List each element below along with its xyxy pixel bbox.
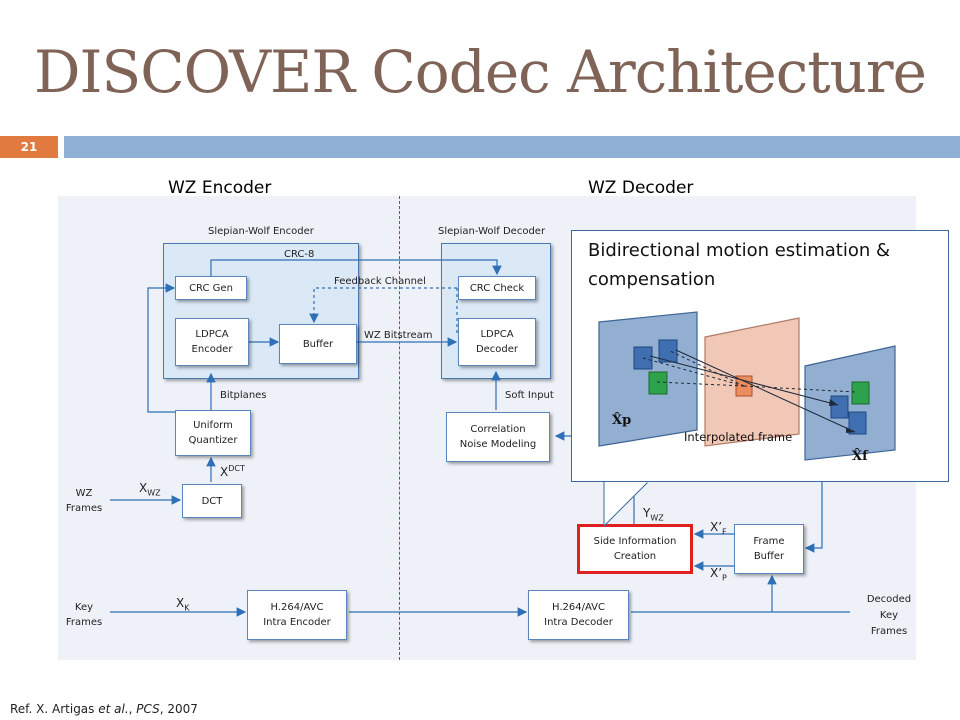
reference-et-al: et al.	[98, 702, 129, 716]
xp-hat-label: X̂p	[612, 412, 631, 428]
slide-title: DISCOVER Codec Architecture	[34, 38, 927, 106]
h264-intra-encoder-block: H.264/AVC Intra Encoder	[247, 590, 347, 640]
correlation-noise-modeling-block: Correlation Noise Modeling	[446, 412, 550, 462]
dct-block: DCT	[182, 484, 242, 518]
soft-input-label: Soft Input	[505, 390, 554, 401]
x-wz-symbol: X	[139, 481, 148, 495]
callout-text: Bidirectional motion estimation & compen…	[588, 240, 891, 290]
y-wz-symbol: Y	[643, 506, 651, 520]
side-information-creation-block: Side Information Creation	[577, 524, 693, 574]
wz-frames-label: WZ Frames	[65, 488, 103, 514]
interpolated-frame-label: Interpolated frame	[684, 430, 792, 444]
crc-gen-block: CRC Gen	[175, 276, 247, 300]
xf-symbol: X’	[710, 520, 723, 534]
bitplanes-label: Bitplanes	[220, 390, 267, 401]
decoded-key-frames-label: Decoded Key Frames	[866, 594, 912, 637]
decoder-heading: WZ Decoder	[588, 178, 694, 198]
uniform-quantizer-block: Uniform Quantizer	[175, 410, 251, 456]
xp-subscript: P	[722, 573, 727, 583]
encoder-heading: WZ Encoder	[168, 178, 272, 198]
x-wz-subscript: WZ	[147, 488, 161, 498]
feedback-channel-label: Feedback Channel	[334, 276, 426, 287]
x-wz-label: XWZ	[139, 481, 161, 497]
crc-check-block: CRC Check	[458, 276, 536, 300]
frame-buffer-block: Frame Buffer	[734, 524, 804, 574]
wz-bitstream-label: WZ Bitstream	[364, 330, 433, 341]
reference-separator: ,	[128, 702, 137, 716]
reference-venue: PCS	[136, 702, 160, 716]
crc8-label: CRC-8	[284, 249, 315, 260]
reference-year: , 2007	[159, 702, 198, 716]
h264-intra-decoder-block: H.264/AVC Intra Decoder	[528, 590, 629, 640]
xp-label: X’P	[710, 566, 727, 582]
reference-prefix: Ref. X. Artigas	[10, 702, 99, 716]
sw-encoder-label: Slepian-Wolf Encoder	[208, 226, 314, 237]
encoder-decoder-divider	[399, 196, 400, 660]
x-k-symbol: X	[176, 596, 185, 610]
header-accent-bar	[64, 136, 960, 158]
ldpca-decoder-block: LDPCA Decoder	[458, 318, 536, 366]
x-k-label: XK	[176, 596, 189, 612]
y-wz-subscript: WZ	[650, 513, 664, 523]
x-dct-symbol: X	[220, 465, 229, 479]
xf-label: X’F	[710, 520, 727, 536]
xf-hat-label: X̂f	[852, 448, 869, 464]
ldpca-encoder-block: LDPCA Encoder	[175, 318, 249, 366]
key-frames-label: Key Frames	[65, 602, 103, 628]
x-dct-superscript: DCT	[228, 464, 245, 473]
x-k-subscript: K	[184, 603, 190, 613]
reference-citation: Ref. X. Artigas et al., PCS, 2007	[10, 702, 198, 716]
xf-subscript: F	[722, 527, 727, 537]
sw-decoder-label: Slepian-Wolf Decoder	[438, 226, 546, 237]
y-wz-label: YWZ	[643, 506, 664, 522]
slide-number-badge: 21	[0, 136, 58, 158]
buffer-block: Buffer	[279, 324, 357, 364]
x-dct-label: XDCT	[220, 464, 245, 479]
xp-symbol: X’	[710, 566, 723, 580]
